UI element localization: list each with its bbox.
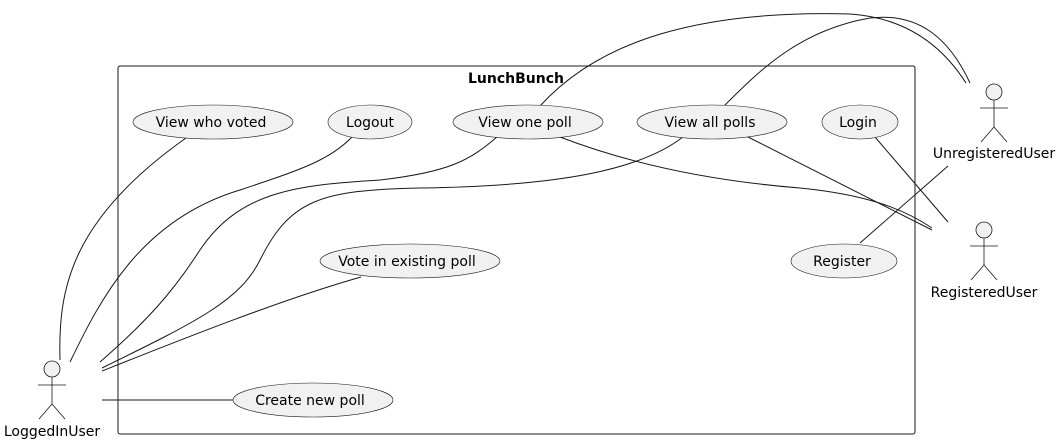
use-case-shape — [636, 104, 788, 140]
use-case-register[interactable]: Register — [790, 243, 898, 279]
use-case-label: View all polls — [664, 115, 755, 131]
use-case-shape — [327, 104, 413, 140]
actor-head-icon — [975, 221, 993, 239]
assoc-loggedin-view-all-polls — [101, 136, 684, 369]
use-case-shape — [132, 104, 294, 140]
use-case-label: Logout — [346, 115, 394, 131]
use-case-shape — [319, 243, 501, 279]
actor-registered-user[interactable]: RegisteredUser — [931, 221, 1038, 301]
actor-label: RegisteredUser — [931, 285, 1038, 301]
use-case-vote-in-existing-poll[interactable]: Vote in existing poll — [319, 243, 501, 279]
use-case-shape — [790, 243, 898, 279]
use-case-login[interactable]: Login — [821, 104, 899, 140]
actor-label: UnregisteredUser — [933, 146, 1055, 162]
actor-head-icon — [985, 83, 1003, 101]
assoc-unregistered-register — [859, 165, 949, 244]
assoc-registered-view-all-polls — [747, 136, 933, 231]
use-case-logout[interactable]: Logout — [327, 104, 413, 140]
assoc-unregistered-view-all-polls — [723, 16, 971, 107]
actor-unregistered-user[interactable]: UnregisteredUser — [933, 83, 1055, 162]
associations — [59, 13, 971, 401]
use-case-shape — [821, 104, 899, 140]
use-case-label: View who voted — [156, 115, 267, 131]
assoc-loggedin-vote — [101, 276, 362, 372]
use-case-view-all-polls[interactable]: View all polls — [636, 104, 788, 140]
use-case-view-who-voted[interactable]: View who voted — [132, 104, 294, 140]
assoc-registered-login — [874, 136, 949, 223]
actor-body-icon — [970, 238, 998, 281]
assoc-loggedin-view-one-poll — [99, 136, 498, 363]
use-case-shape — [452, 104, 604, 140]
assoc-unregistered-view-one-poll — [539, 13, 967, 107]
use-case-label: Register — [813, 254, 871, 270]
use-case-create-new-poll[interactable]: Create new poll — [232, 382, 394, 418]
use-case-view-one-poll[interactable]: View one poll — [452, 104, 604, 140]
use-case-label: Create new poll — [255, 393, 365, 409]
actor-head-icon — [43, 360, 61, 378]
actor-label: LoggedInUser — [4, 424, 101, 440]
use-case-label: Vote in existing poll — [338, 254, 475, 270]
use-case-label: View one poll — [478, 115, 571, 131]
use-case-label: Login — [839, 115, 877, 131]
actor-logged-in-user[interactable]: LoggedInUser — [4, 360, 101, 440]
actor-body-icon — [980, 100, 1008, 143]
assoc-loggedin-logout — [69, 136, 353, 363]
use-case-shape — [232, 382, 394, 418]
assoc-registered-view-one-poll — [559, 136, 933, 229]
system-boundary — [117, 65, 916, 435]
assoc-loggedin-view-who-voted — [59, 137, 187, 361]
actor-body-icon — [38, 377, 66, 420]
system-title: LunchBunch — [468, 71, 564, 87]
